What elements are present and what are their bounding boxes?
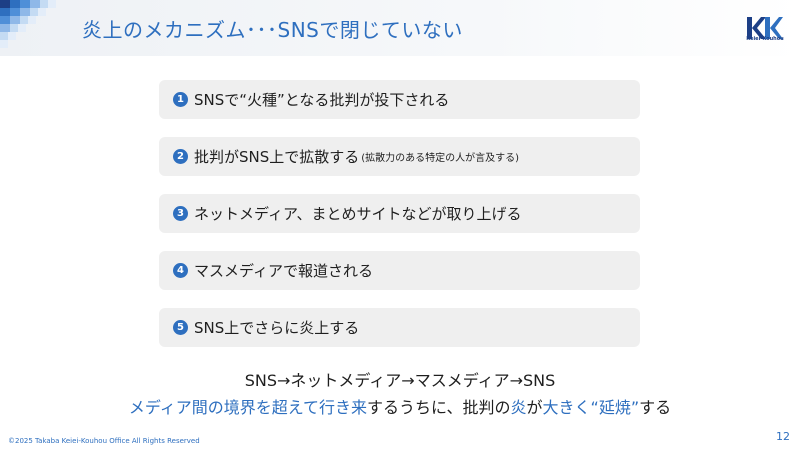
step-number-badge: 5: [173, 320, 188, 335]
step-text: ネットメディア、まとめサイトなどが取り上げる: [194, 205, 522, 223]
step-2: 2 批判がSNS上で拡散する (拡散力のある特定の人が言及する): [159, 137, 640, 176]
step-3: 3 ネットメディア、まとめサイトなどが取り上げる: [159, 194, 640, 233]
step-text: SNS上でさらに炎上する: [194, 319, 360, 337]
step-1: 1 SNSで“火種”となる批判が投下される: [159, 80, 640, 119]
media-flow-text: SNS→ネットメディア→マスメディア→SNS: [244, 371, 556, 390]
page-title: 炎上のメカニズム･･･SNSで閉じていない: [82, 18, 463, 42]
header-band: 炎上のメカニズム･･･SNSで閉じていない Keiei-Kouhou: [0, 0, 800, 56]
conclusion-part: “延焼”: [590, 398, 640, 417]
page-number: 12: [776, 430, 790, 443]
company-logo-icon: [747, 17, 783, 39]
step-number-badge: 2: [173, 149, 188, 164]
step-number-badge: 1: [173, 92, 188, 107]
conclusion-part: するうちに、批判の: [366, 398, 511, 417]
conclusion-part: する: [639, 398, 672, 417]
conclusion-part: が: [526, 398, 543, 417]
conclusion-part: 大きく: [542, 398, 591, 417]
copyright-footer: ©2025 Takaba Keiei-Kouhou Office All Rig…: [8, 437, 200, 445]
step-text: SNSで“火種”となる批判が投下される: [194, 91, 450, 109]
step-number-badge: 3: [173, 206, 188, 221]
conclusion-text: メディア間の境界を超えて行き来するうちに、批判の炎が大きく“延焼”する: [0, 394, 800, 418]
step-text: 批判がSNS上で拡散する: [194, 148, 360, 166]
step-4: 4 マスメディアで報道される: [159, 251, 640, 290]
step-note: (拡散力のある特定の人が言及する): [361, 153, 520, 164]
conclusion-part: 炎: [510, 398, 527, 417]
step-text: マスメディアで報道される: [194, 262, 373, 280]
step-number-badge: 4: [173, 263, 188, 278]
step-5: 5 SNS上でさらに炎上する: [159, 308, 640, 347]
conclusion-part: メディア間の境界を超えて行き来: [128, 398, 367, 417]
pixel-decoration: [0, 0, 56, 48]
logo-text: Keiei-Kouhou: [746, 36, 784, 42]
